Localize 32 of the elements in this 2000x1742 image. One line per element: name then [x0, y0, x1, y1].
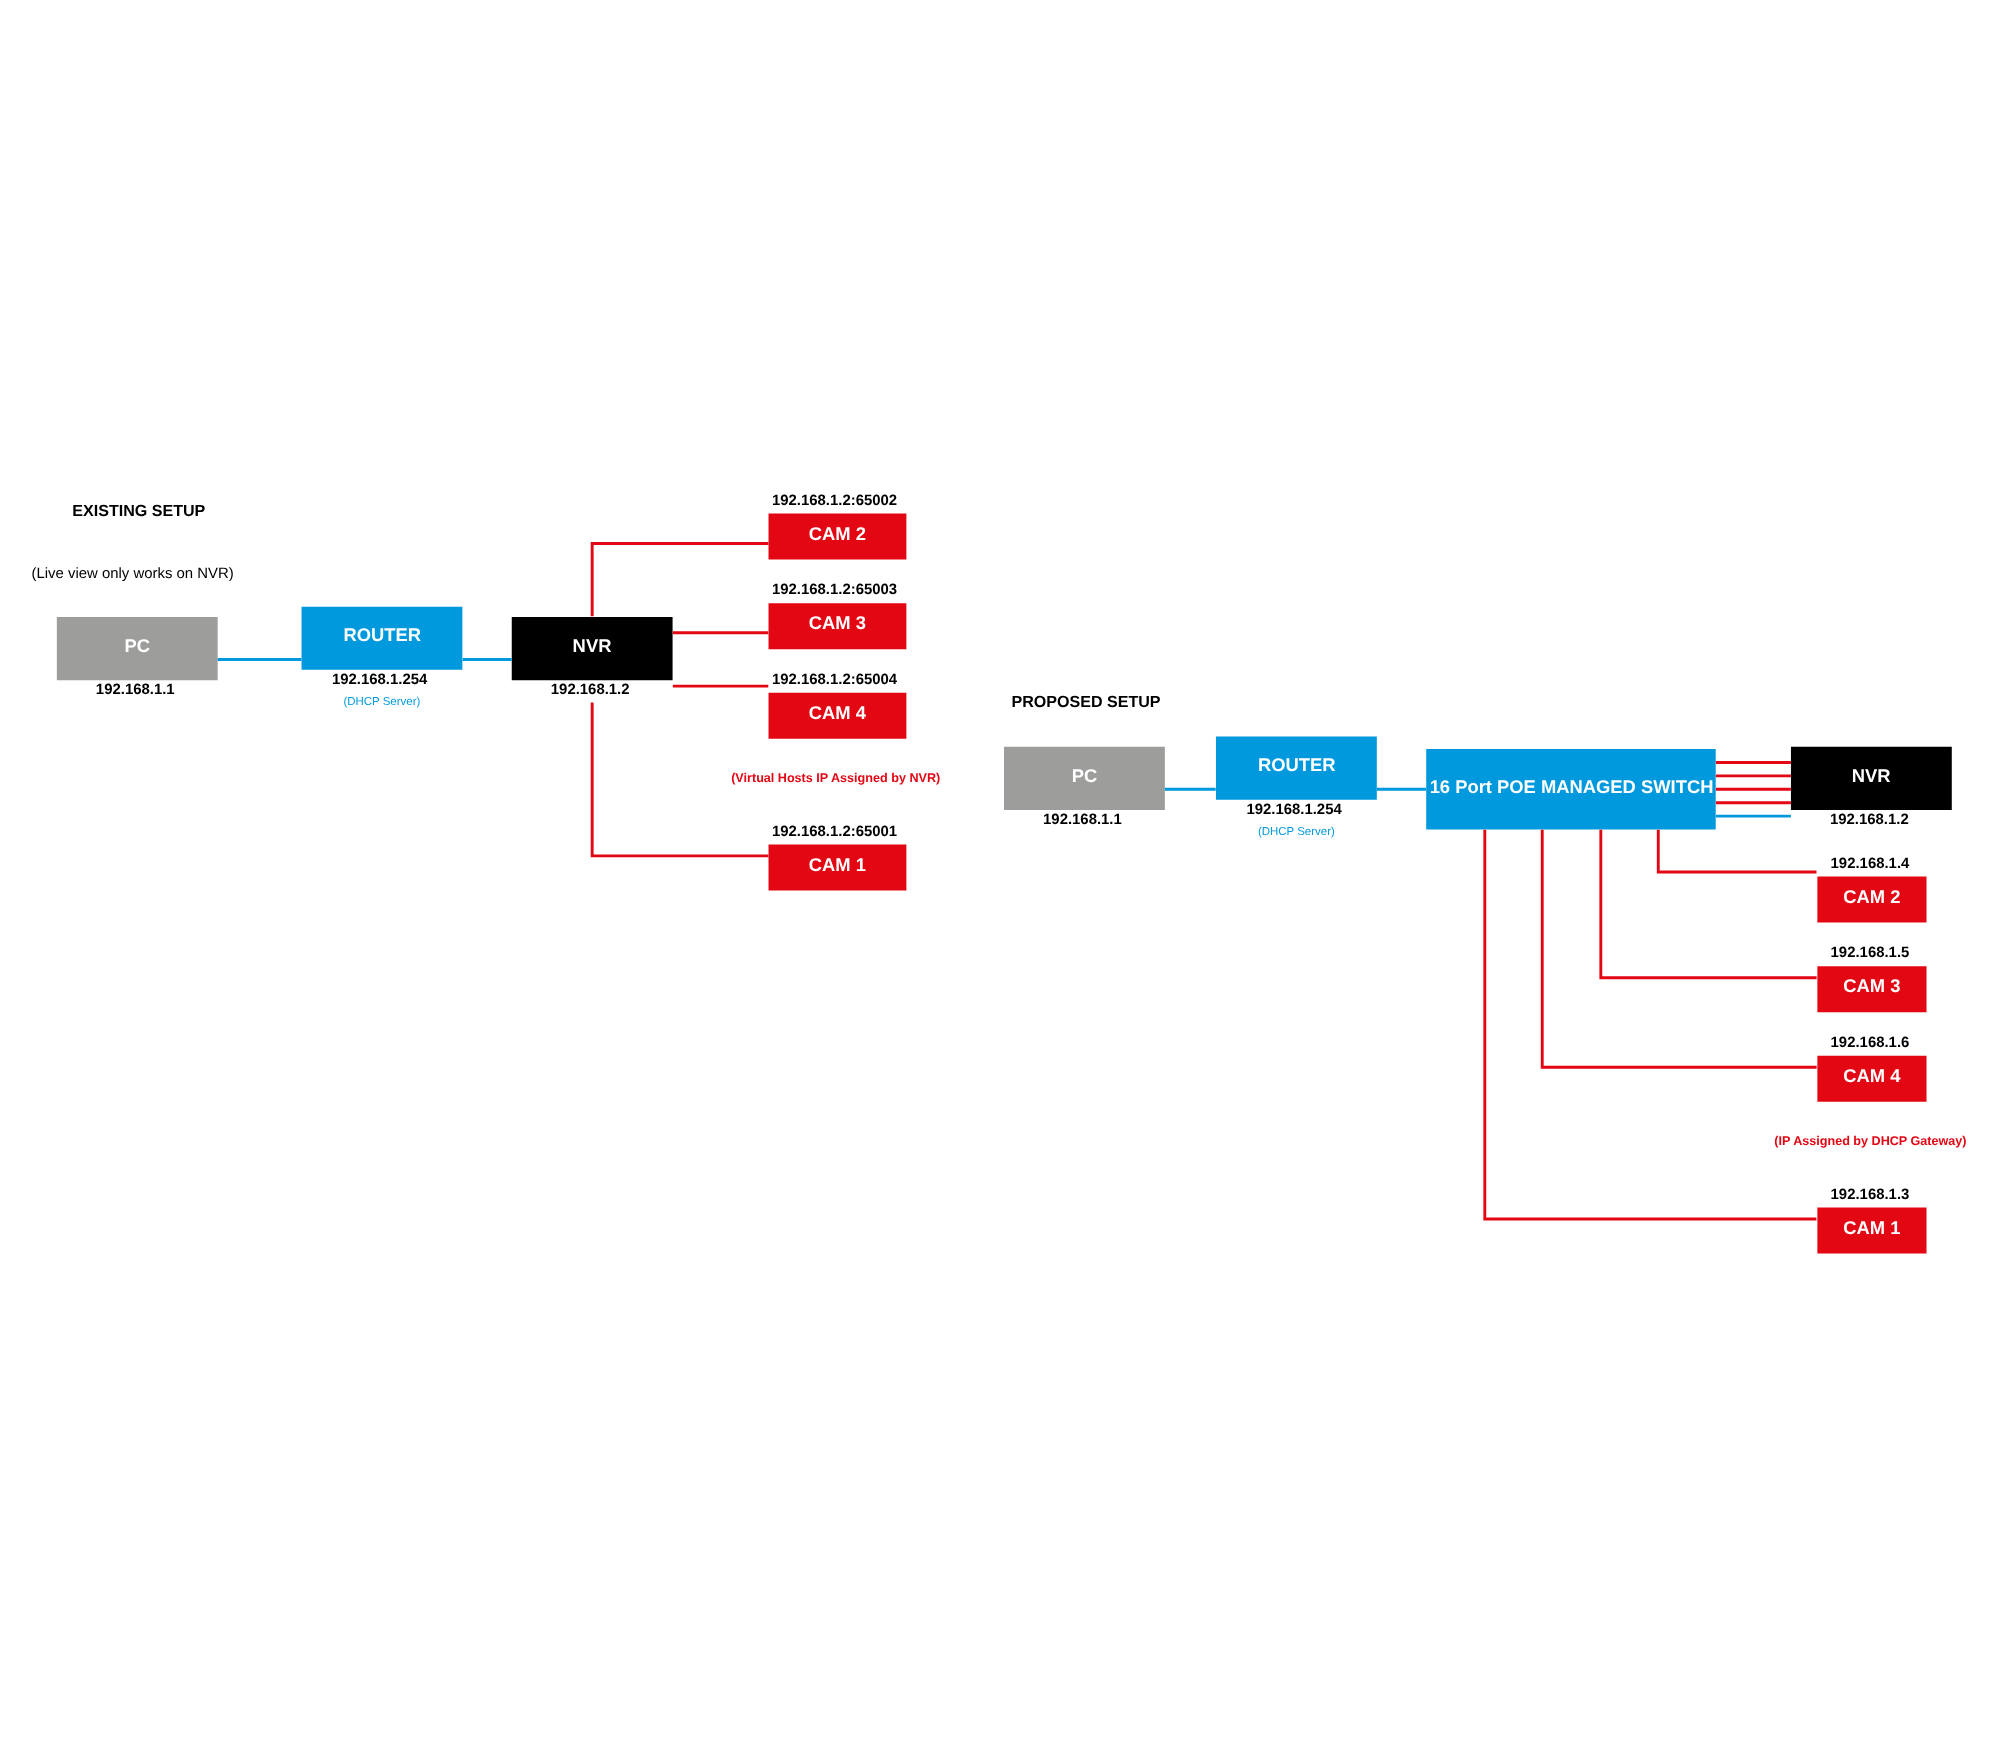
connector	[1164, 786, 1216, 790]
node-box: CAM 1	[768, 843, 907, 890]
node-box: CAM 2	[1817, 875, 1927, 922]
node-box: 16 Port POE MANAGED SWITCH	[1426, 748, 1716, 829]
node-box: PC	[56, 615, 218, 680]
connector	[1599, 828, 1817, 979]
connector	[1483, 828, 1817, 1220]
connector	[590, 541, 769, 616]
connector	[1376, 786, 1426, 790]
node-box: PC	[1004, 745, 1165, 809]
connector	[1715, 760, 1791, 763]
node-box: CAM 4	[768, 691, 907, 738]
node-box: NVR	[1790, 745, 1952, 809]
connector	[672, 630, 769, 634]
connector	[1715, 800, 1791, 804]
node-box: CAM 1	[1817, 1206, 1927, 1253]
node-box: CAM 3	[1817, 965, 1927, 1012]
node-box: CAM 3	[768, 602, 907, 649]
connector	[462, 657, 512, 660]
node-box: CAM 2	[768, 512, 907, 559]
node-box: ROUTER	[301, 605, 463, 669]
connector	[1715, 773, 1791, 777]
connector	[1715, 813, 1791, 817]
connector	[672, 683, 769, 687]
connector	[217, 657, 302, 660]
connector	[590, 701, 769, 857]
connector	[1540, 828, 1817, 1068]
connector	[1656, 828, 1817, 873]
node-box: NVR	[511, 615, 673, 680]
connector	[1715, 786, 1791, 790]
node-box: CAM 4	[1817, 1054, 1927, 1101]
node-box: ROUTER	[1216, 735, 1377, 799]
